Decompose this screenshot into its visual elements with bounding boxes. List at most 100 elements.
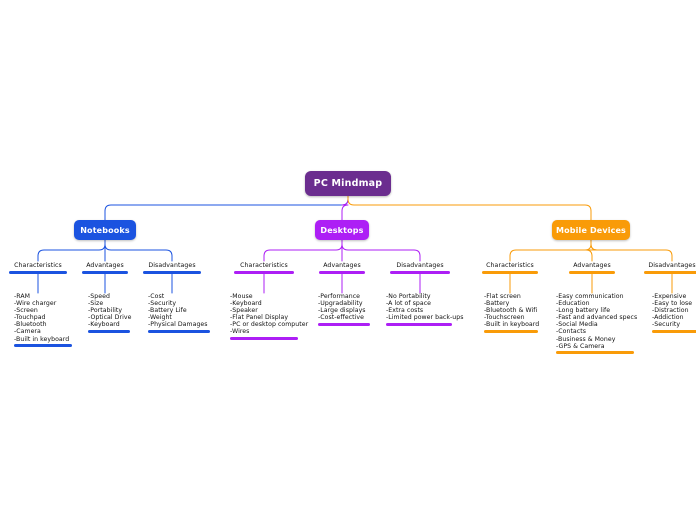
sub-node-underline [234,271,294,274]
leaf-item: -Camera [14,328,41,336]
leaf-item: -Cost-effective [318,314,364,322]
leaf-block-underline [386,322,452,326]
sub-node-underline [143,271,201,274]
leaf-list: -Speed-Size-Portability-Optical Drive-Ke… [88,293,131,328]
leaf-item: -Weight [148,314,172,322]
leaf-item: -Keyboard [230,300,262,308]
leaf-block-underline [88,329,130,333]
sub-node-underline [569,271,615,274]
branch-node-mobile-devices[interactable]: Mobile Devices [552,220,630,240]
leaf-item: -Built in keyboard [14,335,70,343]
leaf-item: -Easy communication [556,293,624,300]
leaf-item: -Extra costs [386,307,424,315]
leaf-block-notebooks-disadvantages[interactable]: -Cost-Security-Battery Life-Weight-Physi… [148,293,210,333]
sub-node-label: Characteristics [240,262,288,269]
leaf-block-desktops-disadvantages[interactable]: -No Portability-A lot of space-Extra cos… [386,293,464,326]
leaf-item: -Flat Panel Display [230,314,289,322]
leaf-block-mobile-devices-disadvantages[interactable]: -Expensive-Easy to lose-Distraction-Addi… [652,293,696,333]
sub-node-notebooks-characteristics[interactable]: Characteristics [9,261,67,274]
leaf-item: -Built in keyboard [484,321,540,329]
branch-node-desktops[interactable]: Desktops [315,220,369,240]
leaf-item: -Portability [88,307,123,315]
leaf-list: -Cost-Security-Battery Life-Weight-Physi… [148,293,210,328]
branch-node-notebooks[interactable]: Notebooks [74,220,136,240]
leaf-item: -Battery [484,300,510,308]
sub-node-mobile-devices-advantages[interactable]: Advantages [569,261,615,274]
leaf-item: -No Portability [386,293,431,300]
sub-node-notebooks-disadvantages[interactable]: Disadvantages [143,261,201,274]
leaf-item: -Screen [14,307,38,315]
leaf-item: -Long battery life [556,307,611,315]
leaf-item: -A lot of space [386,300,432,308]
leaf-list: -Mouse-Keyboard-Speaker-Flat Panel Displ… [230,293,308,336]
branch-node-label: Desktops [320,225,364,235]
leaf-item: -Expensive [652,293,687,300]
sub-node-label: Disadvantages [148,262,196,269]
sub-node-label: Characteristics [486,262,534,269]
leaf-block-underline [230,337,298,341]
sub-node-underline [644,271,696,274]
leaf-item: -Limited power back-ups [386,314,464,322]
leaf-list: -Easy communication-Education-Long batte… [556,293,637,350]
sub-node-mobile-devices-disadvantages[interactable]: Disadvantages [644,261,696,274]
leaf-item: -Speed [88,293,110,300]
leaf-item: -Wire charger [14,300,57,308]
leaf-item: -Size [88,300,104,308]
leaf-item: -Distraction [652,307,689,315]
leaf-item: -Fast and advanced specs [556,314,638,322]
sub-node-desktops-characteristics[interactable]: Characteristics [234,261,294,274]
sub-node-mobile-devices-characteristics[interactable]: Characteristics [482,261,538,274]
leaf-item: -Performance [318,293,361,300]
sub-node-underline [390,271,450,274]
leaf-item: -Easy to lose [652,300,693,308]
sub-node-label: Advantages [86,262,124,269]
leaf-item: -Touchscreen [484,314,525,322]
leaf-item: -Flat screen [484,293,521,300]
root-node[interactable]: PC Mindmap [305,171,391,196]
leaf-list: -Performance-Upgradability-Large display… [318,293,370,321]
sub-node-desktops-disadvantages[interactable]: Disadvantages [390,261,450,274]
leaf-block-underline [652,329,696,333]
leaf-block-notebooks-advantages[interactable]: -Speed-Size-Portability-Optical Drive-Ke… [88,293,131,333]
leaf-item: -Security [148,300,177,308]
leaf-block-desktops-advantages[interactable]: -Performance-Upgradability-Large display… [318,293,370,326]
leaf-item: -Battery Life [148,307,187,315]
leaf-block-mobile-devices-advantages[interactable]: -Easy communication-Education-Long batte… [556,293,637,355]
leaf-block-underline [484,329,538,333]
root-node-label: PC Mindmap [313,178,383,189]
leaf-item: -Keyboard [88,321,120,329]
leaf-item: -Bluetooth & Wifi [484,307,538,315]
sub-node-label: Characteristics [14,262,62,269]
leaf-list: -RAM-Wire charger-Screen-Touchpad-Blueto… [14,293,72,343]
sub-node-underline [482,271,538,274]
leaf-item: -Upgradability [318,300,363,308]
sub-node-notebooks-advantages[interactable]: Advantages [82,261,128,274]
sub-node-label: Advantages [323,262,361,269]
leaf-item: -Optical Drive [88,314,132,322]
leaf-block-desktops-characteristics[interactable]: -Mouse-Keyboard-Speaker-Flat Panel Displ… [230,293,308,341]
sub-node-label: Disadvantages [648,262,696,269]
leaf-block-mobile-devices-characteristics[interactable]: -Flat screen-Battery-Bluetooth & Wifi-To… [484,293,539,333]
leaf-item: -PC or desktop computer [230,321,309,329]
sub-node-desktops-advantages[interactable]: Advantages [319,261,365,274]
leaf-item: -RAM [14,293,31,300]
leaf-block-underline [148,329,210,333]
leaf-block-underline [318,322,370,326]
leaf-block-notebooks-characteristics[interactable]: -RAM-Wire charger-Screen-Touchpad-Blueto… [14,293,72,348]
sub-node-label: Advantages [573,262,611,269]
leaf-item: -Touchpad [14,314,46,322]
leaf-item: -Security [652,321,681,329]
leaf-item: -Business & Money [556,335,616,343]
leaf-item: -Addiction [652,314,684,322]
branch-node-label: Notebooks [80,225,130,235]
leaf-item: -Wires [230,328,250,336]
leaf-list: -No Portability-A lot of space-Extra cos… [386,293,464,321]
leaf-item: -Speaker [230,307,258,315]
leaf-item: -Large displays [318,307,366,315]
leaf-item: -Contacts [556,328,586,336]
leaf-item: -Mouse [230,293,253,300]
sub-node-underline [319,271,365,274]
leaf-item: -Bluetooth [14,321,47,329]
